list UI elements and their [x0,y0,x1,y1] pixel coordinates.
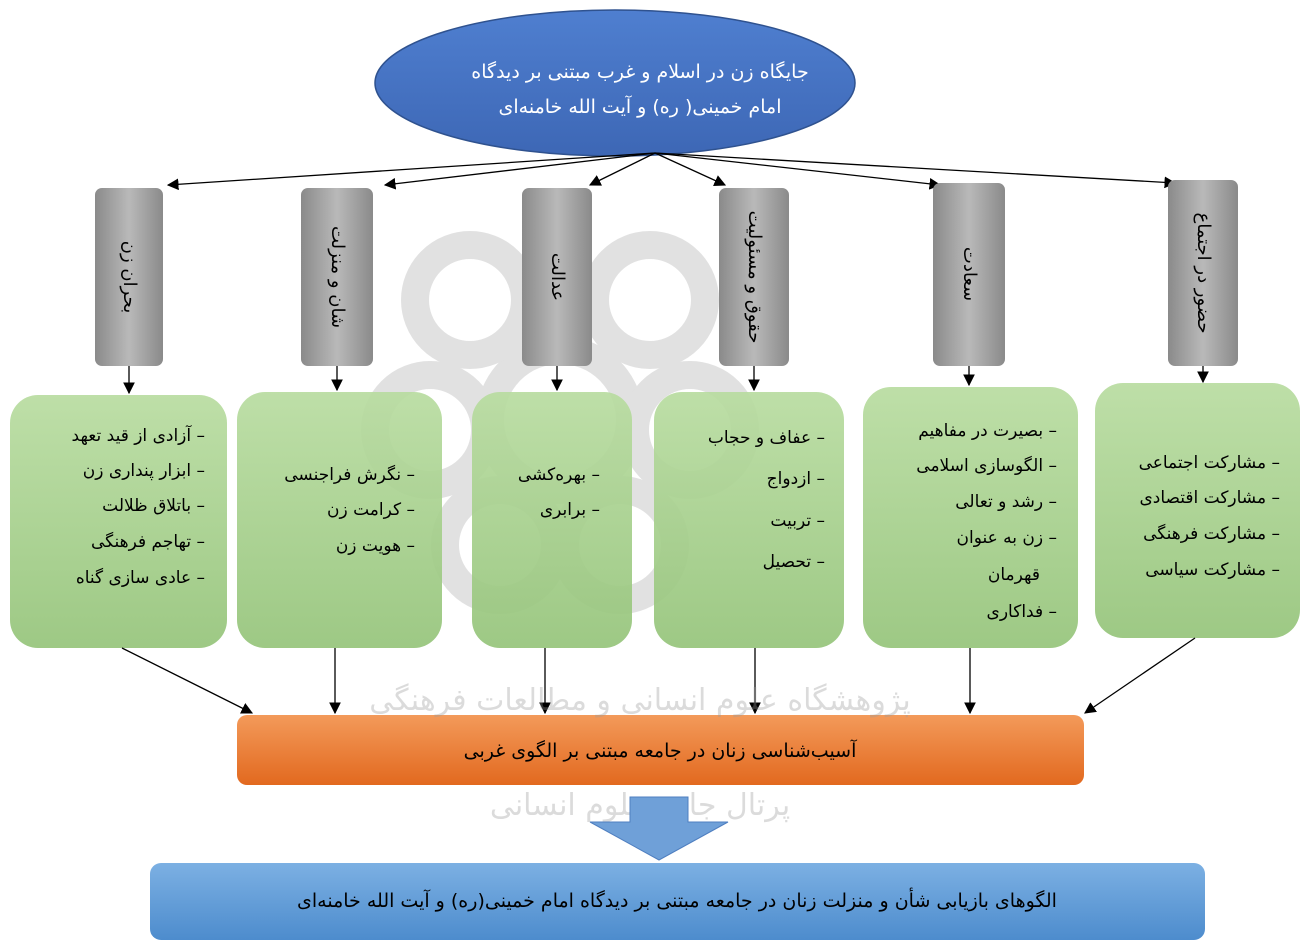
box-5: – بصیرت در مفاهیم – الگوسازی اسلامی – رش… [863,387,1078,648]
box-5-item: – الگوسازی اسلامی [916,455,1057,476]
arrow-root-to-pillar-5 [654,152,942,190]
watermark-text: پژوهشگاه علوم انسانی و مطالعات فرهنگی پر… [369,683,911,823]
box-bar-arrows [121,637,1196,715]
box-6-item: – مشارکت فرهنگی [1143,523,1280,544]
box-1-item: – باتلاق ظلالت [102,496,205,516]
arrow-root-to-pillar-3 [588,152,656,186]
pillar-2-label: شان و منزلت [327,226,348,328]
arrow-root-to-pillar-2 [383,152,656,190]
root-node: جایگاه زن در اسلام و غرب مبتنی بر دیدگاه… [374,9,856,157]
pillar-1-label: بحران زن [119,241,140,313]
box-5-item: قهرمان [988,565,1040,585]
pillar-3: عدالت [522,188,592,366]
box-2-item: – نگرش فراجنسی [284,464,415,485]
box-4-item: – تربیت [770,511,825,531]
arrow-box-bar-1 [121,647,254,714]
box-3-item: – برابری [540,500,600,520]
box-1-item: – ابزار پنداری زن [83,461,205,481]
box-4: – عفاف و حجاب – ازدواج – تربیت – تحصیل [654,392,844,648]
box-4-item: – ازدواج [767,469,825,489]
box-5-item: – زن به عنوان [956,528,1057,548]
result-label: الگوهای بازیابی شأن و منزلت زنان در جامع… [297,887,1057,912]
pillar-4: حقوق و مسئولیت [719,188,789,366]
pillar-box-arrows [123,366,1209,395]
root-line-1: جایگاه زن در اسلام و غرب مبتنی بر دیدگاه [471,60,808,83]
box-6: – مشارکت اجتماعی – مشارکت اقتصادی – مشار… [1095,383,1300,638]
box-1-item: – آزادی از قید تعهد [72,424,205,446]
root-arrows [166,152,1177,191]
pillar-2: شان و منزلت [301,188,373,366]
pillar-3-label: عدالت [547,253,568,301]
box-3: – بهره‌کشی – برابری [472,392,632,648]
box-6-item: – مشارکت اجتماعی [1139,453,1280,473]
box-3-item: – بهره‌کشی [518,465,600,485]
watermark-line-1: پژوهشگاه علوم انسانی و مطالعات فرهنگی [369,683,911,718]
pathology-bar: آسیب‌شناسی زنان در جامعه مبتنی بر الگوی … [237,715,1084,785]
box-6-item: – مشارکت اقتصادی [1139,488,1280,508]
pillar-4-label: حقوق و مسئولیت [744,211,765,344]
root-line-2: امام خمینی( ره) و آیت الله خامنه‌ای [499,94,782,118]
box-1: – آزادی از قید تعهد – ابزار پنداری زن – … [10,395,227,648]
box-2: – نگرش فراجنسی – کرامت زن – هویت زن [237,392,442,648]
pathology-label: آسیب‌شناسی زنان در جامعه مبتنی بر الگوی … [464,738,857,762]
box-4-item: – عفاف و حجاب [708,428,825,448]
box-1-item: – تهاجم فرهنگی [91,531,205,552]
box-2-item: – هویت زن [336,536,415,556]
pillar-1: بحران زن [95,188,163,366]
result-bar: الگوهای بازیابی شأن و منزلت زنان در جامع… [150,863,1205,940]
arrow-box-bar-6 [1084,637,1196,714]
box-4-item: – تحصیل [763,552,825,572]
pillar-5: سعادت [933,183,1005,366]
pillar-6: حضور در اجتماع [1168,180,1238,366]
pillar-6-label: حضور در اجتماع [1193,212,1214,333]
box-1-item: – عادی سازی گناه [76,567,205,588]
arrow-root-to-pillar-6 [654,152,1177,189]
arrow-root-to-pillar-1 [166,152,656,191]
box-2-item: – کرامت زن [327,500,415,520]
box-5-item: – فداکاری [987,602,1057,622]
arrow-root-to-pillar-4 [654,152,727,186]
down-arrow [589,796,729,861]
pillar-5-label: سعادت [959,247,980,301]
box-5-item: – رشد و تعالی [955,492,1057,512]
box-5-item: – بصیرت در مفاهیم [918,421,1057,441]
box-6-item: – مشارکت سیاسی [1145,560,1280,580]
